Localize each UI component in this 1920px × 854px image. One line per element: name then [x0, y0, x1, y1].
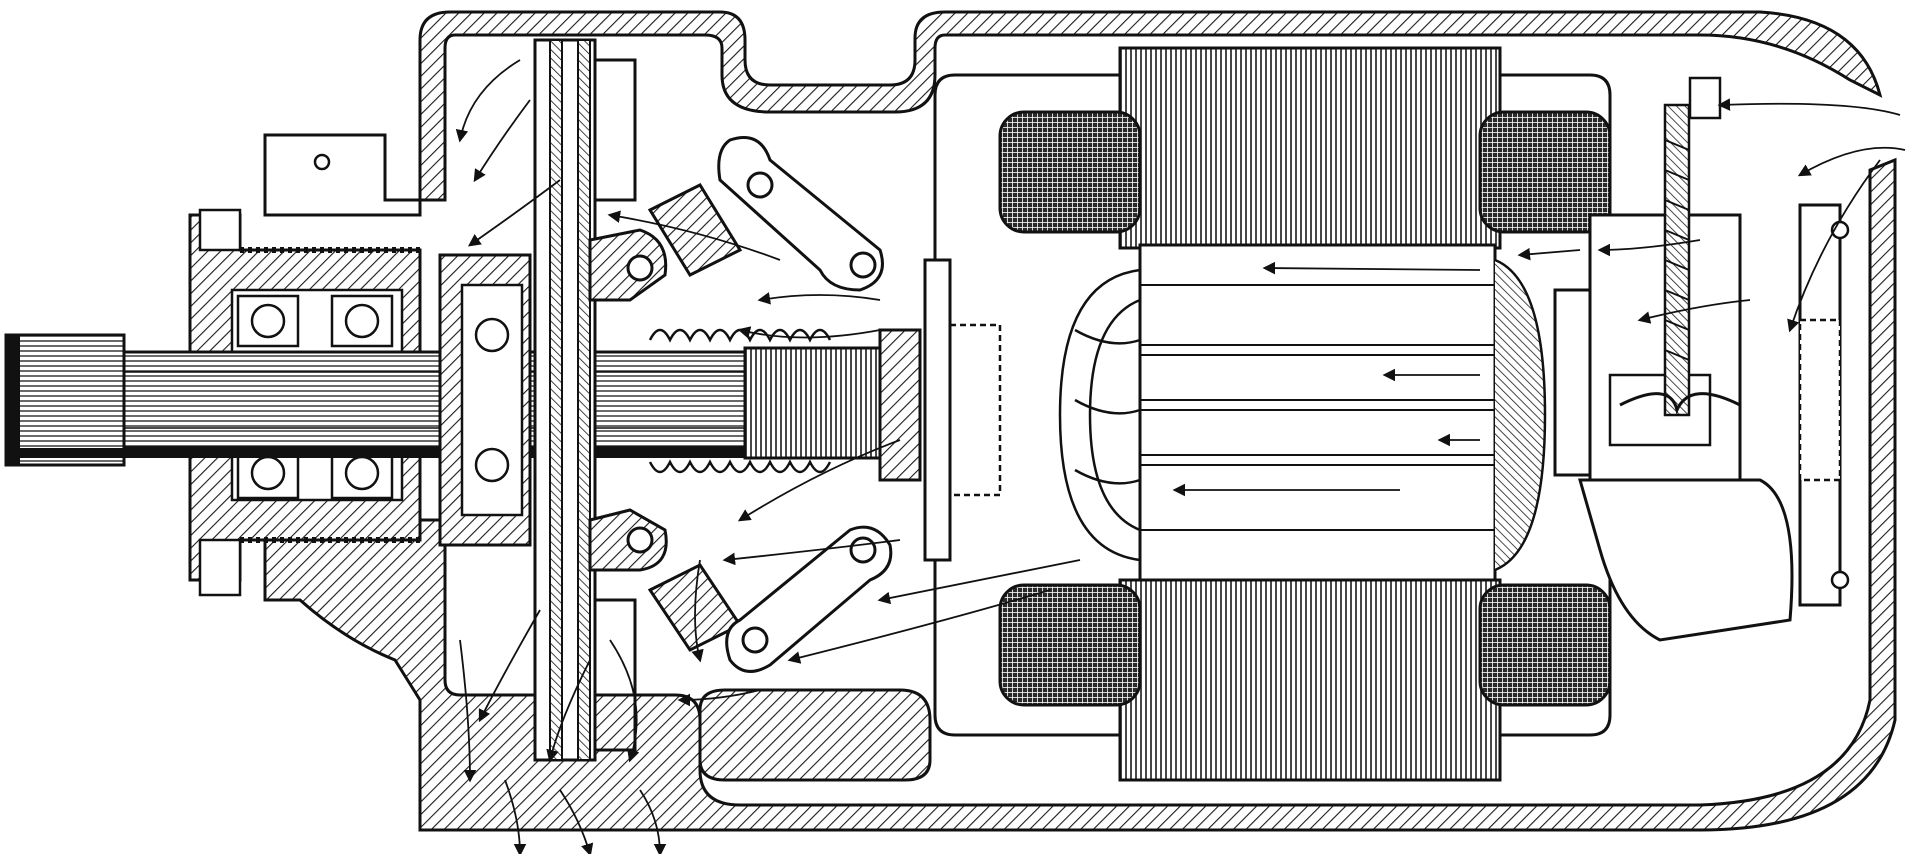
stator-coil-top-left — [998, 110, 1142, 234]
hub-ball-bottom — [474, 447, 510, 483]
bracket-hole — [313, 153, 331, 171]
rotor-armature — [1058, 243, 1547, 582]
brush-block — [1608, 373, 1712, 447]
stator-coil-top-right — [1478, 110, 1612, 234]
rotor-end-winding-left — [1058, 268, 1141, 562]
output-shaft — [4, 333, 766, 467]
rotor-end-winding-right — [1494, 258, 1547, 572]
end-bearing — [1798, 318, 1842, 482]
mounting-bracket — [263, 133, 422, 217]
friction-drum — [595, 58, 637, 752]
stator — [933, 46, 1612, 782]
spring-seat — [878, 328, 922, 482]
spring-coils-bottom — [648, 459, 832, 474]
rotor-core — [1138, 243, 1497, 582]
clutch-weights — [588, 136, 893, 673]
end-bolt-bottom — [1830, 570, 1850, 590]
housing-top-shell — [418, 10, 1883, 202]
commutator-assembly — [1553, 76, 1850, 642]
housing-foot-boss — [698, 688, 932, 782]
centrifugal-clutch — [438, 38, 922, 762]
flange-stud-bottom — [198, 538, 242, 597]
rotor-front-shield — [923, 258, 952, 562]
stator-coil-bottom-left — [998, 583, 1142, 707]
spring-coils-top — [648, 328, 832, 343]
flange-stud-top — [198, 208, 242, 252]
hub-ball-top — [474, 317, 510, 353]
terminal-bolt — [1619, 76, 1741, 417]
clutch-plate-face — [577, 39, 591, 761]
stator-laminations-top — [1118, 46, 1502, 250]
stator-end-frame — [933, 73, 1612, 737]
rotor-slots — [1140, 284, 1495, 531]
airflow-arrows — [455, 59, 1906, 854]
brush-lever-housing — [1578, 478, 1794, 642]
stator-coil-bottom-right — [1478, 583, 1612, 707]
housing — [263, 10, 1897, 832]
stator-laminations-bottom — [1118, 578, 1502, 782]
clutch-plate-core — [549, 39, 563, 761]
